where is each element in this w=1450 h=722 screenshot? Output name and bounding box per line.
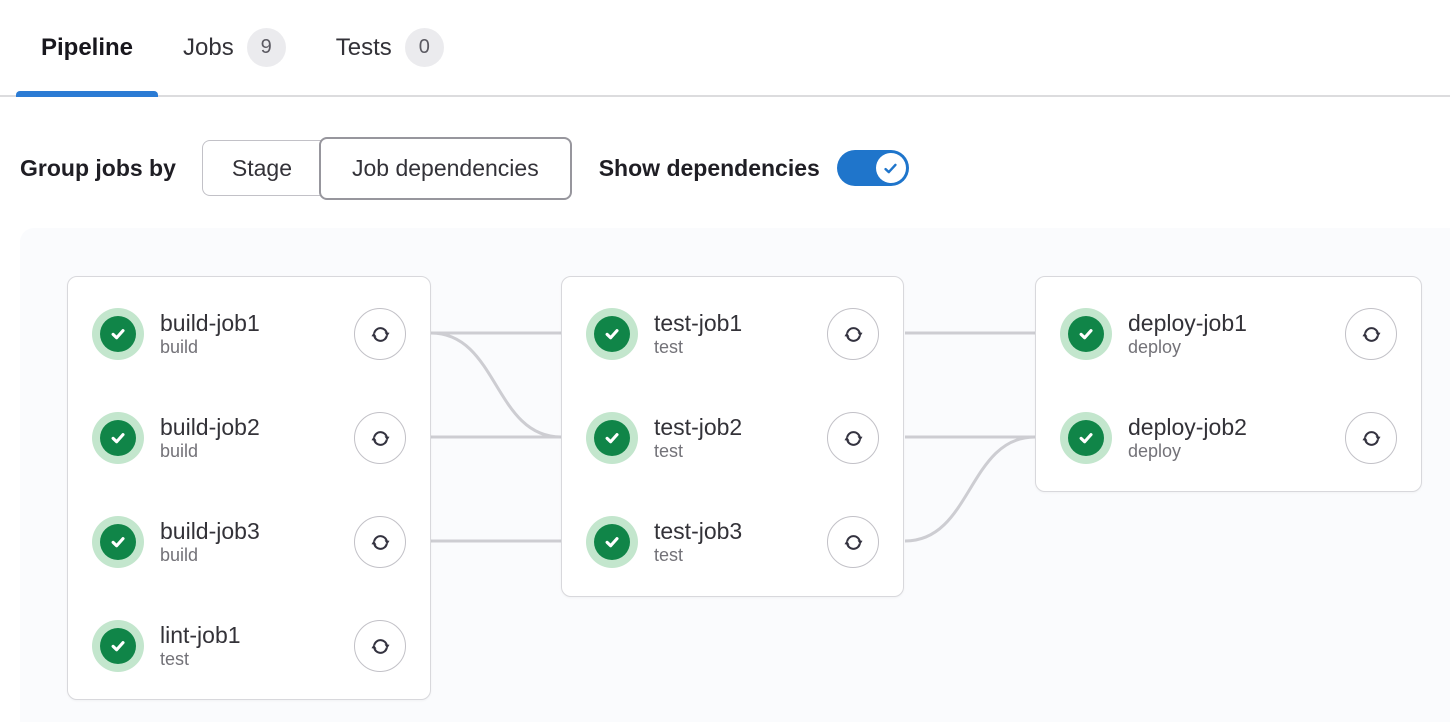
tab-pipeline[interactable]: Pipeline [16, 0, 159, 97]
job-stage: test [654, 337, 684, 358]
retry-icon [844, 430, 862, 446]
tab-tests-label: Tests [335, 33, 392, 61]
job-stage: deploy [1128, 337, 1182, 358]
retry-icon [371, 430, 389, 446]
group-jobs-by-label: Group jobs by [20, 154, 176, 181]
job-name[interactable]: build-job3 [160, 518, 260, 544]
tab-tests[interactable]: Tests 0 [311, 0, 469, 95]
job-stage: build [160, 337, 199, 358]
job-stage: test [654, 441, 684, 462]
retry-job-button[interactable] [1345, 308, 1397, 360]
job-name[interactable]: build-job2 [160, 414, 260, 440]
check-icon [605, 433, 619, 444]
check-icon [111, 329, 125, 340]
job-stage: build [160, 441, 199, 462]
group-by-job-dependencies-button[interactable]: Job dependencies [319, 136, 572, 200]
job-row: deploy-job1 deploy [1060, 306, 1397, 362]
check-icon [1079, 433, 1093, 444]
job-name[interactable]: test-job3 [654, 518, 743, 544]
job-stage: test [654, 545, 684, 566]
check-icon [884, 163, 897, 173]
job-stage: deploy [1128, 441, 1182, 462]
status-success-icon [1060, 412, 1112, 464]
job-row: build-job3 build [92, 514, 406, 570]
status-success-icon [92, 620, 144, 672]
retry-icon [1362, 430, 1380, 446]
check-icon [111, 641, 125, 652]
job-row: build-job2 build [92, 410, 406, 466]
job-name[interactable]: test-job2 [654, 414, 743, 440]
job-stage: test [160, 649, 190, 670]
retry-job-button[interactable] [354, 308, 406, 360]
status-success-icon [586, 308, 638, 360]
check-icon [605, 329, 619, 340]
tests-count-badge: 0 [404, 28, 444, 67]
job-row: test-job1 test [586, 306, 879, 362]
tab-pipeline-label: Pipeline [41, 33, 134, 61]
job-group-card: deploy-job1 deploy deploy-job2 deploy [1035, 276, 1422, 492]
retry-job-button[interactable] [1345, 412, 1397, 464]
job-row: lint-job1 test [92, 618, 406, 674]
job-name[interactable]: deploy-job1 [1128, 310, 1247, 336]
status-success-icon [586, 412, 638, 464]
check-icon [111, 433, 125, 444]
tab-jobs[interactable]: Jobs 9 [158, 0, 311, 95]
status-success-icon [92, 308, 144, 360]
retry-icon [371, 638, 389, 654]
job-name[interactable]: lint-job1 [160, 622, 241, 648]
pipeline-tab-bar: Pipeline Jobs 9 Tests 0 [0, 0, 1450, 97]
retry-icon [371, 534, 389, 550]
retry-job-button[interactable] [827, 308, 879, 360]
job-group-card: build-job1 build build-job2 build [67, 276, 431, 700]
pipeline-graph-canvas: build-job1 build build-job2 build [20, 228, 1450, 722]
show-dependencies-toggle[interactable] [836, 150, 909, 186]
dependency-link [430, 331, 562, 439]
check-icon [605, 537, 619, 548]
retry-job-button[interactable] [354, 516, 406, 568]
retry-icon [371, 326, 389, 342]
job-row: deploy-job2 deploy [1060, 410, 1397, 466]
job-stage: build [160, 545, 199, 566]
jobs-count-badge: 9 [246, 28, 286, 67]
check-icon [1079, 329, 1093, 340]
graph-controls: Group jobs by Stage Job dependencies Sho… [20, 135, 1450, 201]
check-icon [111, 537, 125, 548]
job-name[interactable]: test-job1 [654, 310, 743, 336]
retry-icon [844, 534, 862, 550]
job-row: test-job2 test [586, 410, 879, 466]
status-success-icon [92, 412, 144, 464]
job-group-card: test-job1 test test-job2 test [561, 276, 904, 597]
active-tab-indicator [16, 91, 159, 97]
status-success-icon [92, 516, 144, 568]
job-name[interactable]: deploy-job2 [1128, 414, 1247, 440]
show-dependencies-label: Show dependencies [598, 154, 820, 181]
retry-job-button[interactable] [827, 516, 879, 568]
status-success-icon [1060, 308, 1112, 360]
dependency-link [904, 435, 1036, 543]
job-row: test-job3 test [586, 514, 879, 570]
retry-job-button[interactable] [354, 412, 406, 464]
retry-job-button[interactable] [354, 620, 406, 672]
job-name[interactable]: build-job1 [160, 310, 260, 336]
toggle-knob [875, 153, 906, 183]
tab-jobs-label: Jobs [183, 33, 234, 61]
retry-icon [1362, 326, 1380, 342]
retry-icon [844, 326, 862, 342]
job-row: build-job1 build [92, 306, 406, 362]
retry-job-button[interactable] [827, 412, 879, 464]
status-success-icon [586, 516, 638, 568]
group-by-stage-button[interactable]: Stage [201, 140, 321, 196]
group-by-segmented-control: Stage Job dependencies [201, 136, 572, 200]
